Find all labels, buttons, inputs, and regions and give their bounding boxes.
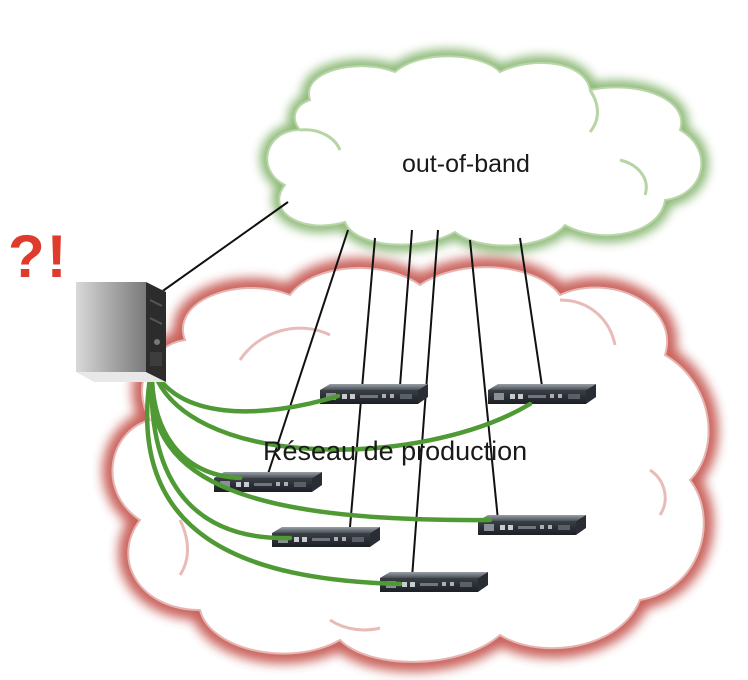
oob-link-router-4 xyxy=(469,239,499,521)
production-network-label: Réseau de production xyxy=(263,436,528,466)
oob-link-router-1 xyxy=(399,229,413,387)
router-4 xyxy=(478,515,586,535)
router-2 xyxy=(488,384,596,404)
cable-router-6 xyxy=(144,363,403,587)
oob-link-router-3 xyxy=(264,229,349,484)
out-of-band-cloud xyxy=(260,49,709,253)
router-1 xyxy=(320,384,428,404)
out-of-band-label: out-of-band xyxy=(402,150,530,178)
pc-tower-icon xyxy=(76,282,166,382)
oob-link-router-2 xyxy=(519,237,543,387)
oob-link-router-5 xyxy=(349,237,376,528)
alert-label: ?! xyxy=(8,223,69,290)
pc-oob-link xyxy=(149,201,289,301)
data-cables xyxy=(144,363,533,587)
cable-router-2 xyxy=(149,363,533,452)
cable-router-5 xyxy=(149,363,293,541)
cable-router-1 xyxy=(149,363,341,414)
